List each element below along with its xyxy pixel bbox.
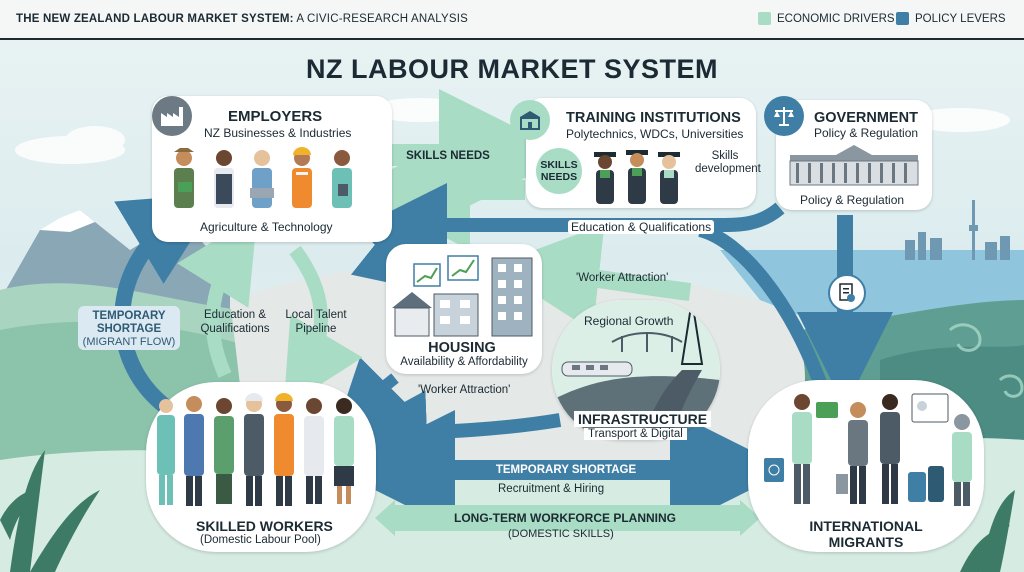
skills-needs-flow-label: SKILLS NEEDS bbox=[406, 150, 490, 162]
employers-subtitle: NZ Businesses & Industries bbox=[204, 126, 352, 140]
worker-engineer bbox=[244, 393, 264, 506]
school-building-icon bbox=[510, 100, 550, 140]
factory-icon bbox=[152, 96, 192, 136]
document-title-bold: THE NEW ZEALAND LABOUR MARKET SYSTEM: bbox=[16, 13, 294, 25]
recruitment-hiring-label: Recruitment & Hiring bbox=[498, 483, 605, 495]
visa-document bbox=[911, 393, 949, 423]
graduate-1 bbox=[594, 152, 616, 204]
policy-levers-swatch bbox=[896, 12, 909, 25]
employer-person-construction bbox=[292, 147, 312, 208]
temp-shortage-left-sub: (MIGRANT FLOW) bbox=[82, 336, 176, 348]
suitcase-icons bbox=[908, 466, 944, 502]
skills-needs-circle-label: SKILLS NEEDS bbox=[540, 159, 578, 183]
arrow-education-left bbox=[177, 214, 258, 378]
legend-economic-drivers: ECONOMIC DRIVERS bbox=[758, 12, 895, 25]
graduate-3 bbox=[658, 152, 680, 204]
infrastructure-title: INFRASTRUCTURE bbox=[574, 411, 712, 427]
employer-person-farmer bbox=[174, 148, 194, 208]
skilled-workers-title: SKILLED WORKERS bbox=[196, 518, 333, 534]
policy-document-icon bbox=[828, 274, 866, 312]
migrants-title-line2: MIGRANTS bbox=[828, 534, 904, 550]
training-subtitle: Polytechnics, WDCs, Universities bbox=[566, 127, 744, 141]
skilled-workers-subtitle: (Domestic Labour Pool) bbox=[200, 534, 321, 546]
legend-label-economic-drivers: ECONOMIC DRIVERS bbox=[777, 12, 895, 25]
edu-qual-left-line1: Education & bbox=[203, 309, 266, 321]
skills-needs-circle: SKILLS NEEDS bbox=[536, 148, 582, 194]
local-talent-line2: Pipeline bbox=[295, 323, 337, 335]
skilled-workers-illustration bbox=[157, 393, 354, 506]
parliament-building-illustration bbox=[789, 145, 919, 186]
local-talent-pipeline-label: Local Talent Pipeline bbox=[280, 308, 352, 336]
arrow-migrants-to-employers bbox=[697, 223, 829, 391]
worker-woman-green bbox=[214, 398, 234, 504]
employer-person-health bbox=[332, 150, 352, 208]
education-qualifications-left-label: Education & Qualifications bbox=[198, 308, 272, 336]
scales-icon bbox=[764, 96, 804, 136]
employers-caption: Agriculture & Technology bbox=[200, 220, 333, 234]
worker-nurse bbox=[157, 399, 175, 505]
housing-title: HOUSING bbox=[428, 340, 496, 356]
arrow-infrastructure-to-workers bbox=[343, 390, 562, 475]
government-subtitle: Policy & Regulation bbox=[814, 126, 919, 140]
migrants-title-line1: INTERNATIONAL bbox=[809, 518, 923, 534]
temporary-shortage-bottom-label: TEMPORARY SHORTAGE bbox=[495, 464, 637, 476]
worker-office-man bbox=[304, 398, 324, 504]
regional-growth-label: Regional Growth bbox=[584, 314, 674, 328]
employers-title: EMPLOYERS bbox=[228, 108, 323, 125]
government-title: GOVERNMENT bbox=[814, 110, 918, 126]
worker-tradesman bbox=[184, 396, 204, 506]
housing-subtitle: Availability & Affordability bbox=[400, 356, 528, 368]
economic-drivers-swatch bbox=[758, 12, 771, 25]
document-title: THE NEW ZEALAND LABOUR MARKET SYSTEM: A … bbox=[16, 13, 468, 25]
temporary-shortage-migrant-flow-badge: TEMPORARY SHORTAGE (MIGRANT FLOW) bbox=[78, 306, 180, 350]
local-talent-line1: Local Talent bbox=[285, 309, 347, 321]
city-skyline bbox=[905, 200, 1010, 260]
legend-label-policy-levers: POLICY LEVERS bbox=[915, 12, 1006, 25]
temp-shortage-left-title: TEMPORARY SHORTAGE bbox=[92, 310, 166, 335]
worker-attraction-lower-label: 'Worker Attraction' bbox=[418, 384, 511, 396]
worker-construction bbox=[274, 393, 294, 506]
employer-person-chef bbox=[214, 150, 234, 208]
arrow-local-talent bbox=[283, 245, 363, 409]
education-qualifications-flow-label: Education & Qualifications bbox=[568, 220, 715, 234]
government-caption: Policy & Regulation bbox=[800, 193, 905, 207]
training-title: TRAINING INSTITUTIONS bbox=[566, 110, 741, 126]
skills-development-note: Skills development bbox=[695, 150, 761, 175]
domestic-skills-label: (DOMESTIC SKILLS) bbox=[508, 528, 614, 540]
graduates-illustration bbox=[594, 150, 680, 204]
worker-office-woman bbox=[334, 398, 354, 504]
migrants-illustration bbox=[764, 393, 972, 506]
fern-plants bbox=[0, 450, 1015, 572]
arrow-education-qualifications bbox=[363, 183, 785, 267]
migrant-man-green bbox=[792, 394, 812, 504]
worker-attraction-upper-label: 'Worker Attraction' bbox=[576, 272, 669, 284]
housing-illustration bbox=[392, 255, 533, 337]
edu-qual-left-line2: Qualifications bbox=[200, 323, 270, 335]
infrastructure-subtitle: Transport & Digital bbox=[584, 428, 687, 440]
employer-person-tech bbox=[250, 150, 274, 208]
migrant-woman bbox=[836, 402, 868, 504]
long-term-workforce-planning-label: LONG-TERM WORKFORCE PLANNING bbox=[454, 511, 676, 525]
legend-policy-levers: POLICY LEVERS bbox=[896, 12, 1006, 25]
migrant-passport bbox=[764, 458, 784, 482]
migrant-man-dark bbox=[880, 394, 900, 504]
international-migrants-title: INTERNATIONAL MIGRANTS bbox=[748, 518, 984, 550]
employers-people-illustration bbox=[174, 147, 352, 208]
top-header-bar: THE NEW ZEALAND LABOUR MARKET SYSTEM: A … bbox=[0, 0, 1024, 40]
graduate-2 bbox=[626, 150, 648, 204]
migrant-woman-hijab bbox=[952, 414, 972, 506]
arrow-worker-attraction-upper bbox=[491, 224, 692, 332]
visa-card-small bbox=[816, 402, 838, 418]
document-title-rest: A CIVIC-RESEARCH ANALYSIS bbox=[293, 13, 468, 25]
main-title: NZ LABOUR MARKET SYSTEM bbox=[306, 54, 718, 84]
